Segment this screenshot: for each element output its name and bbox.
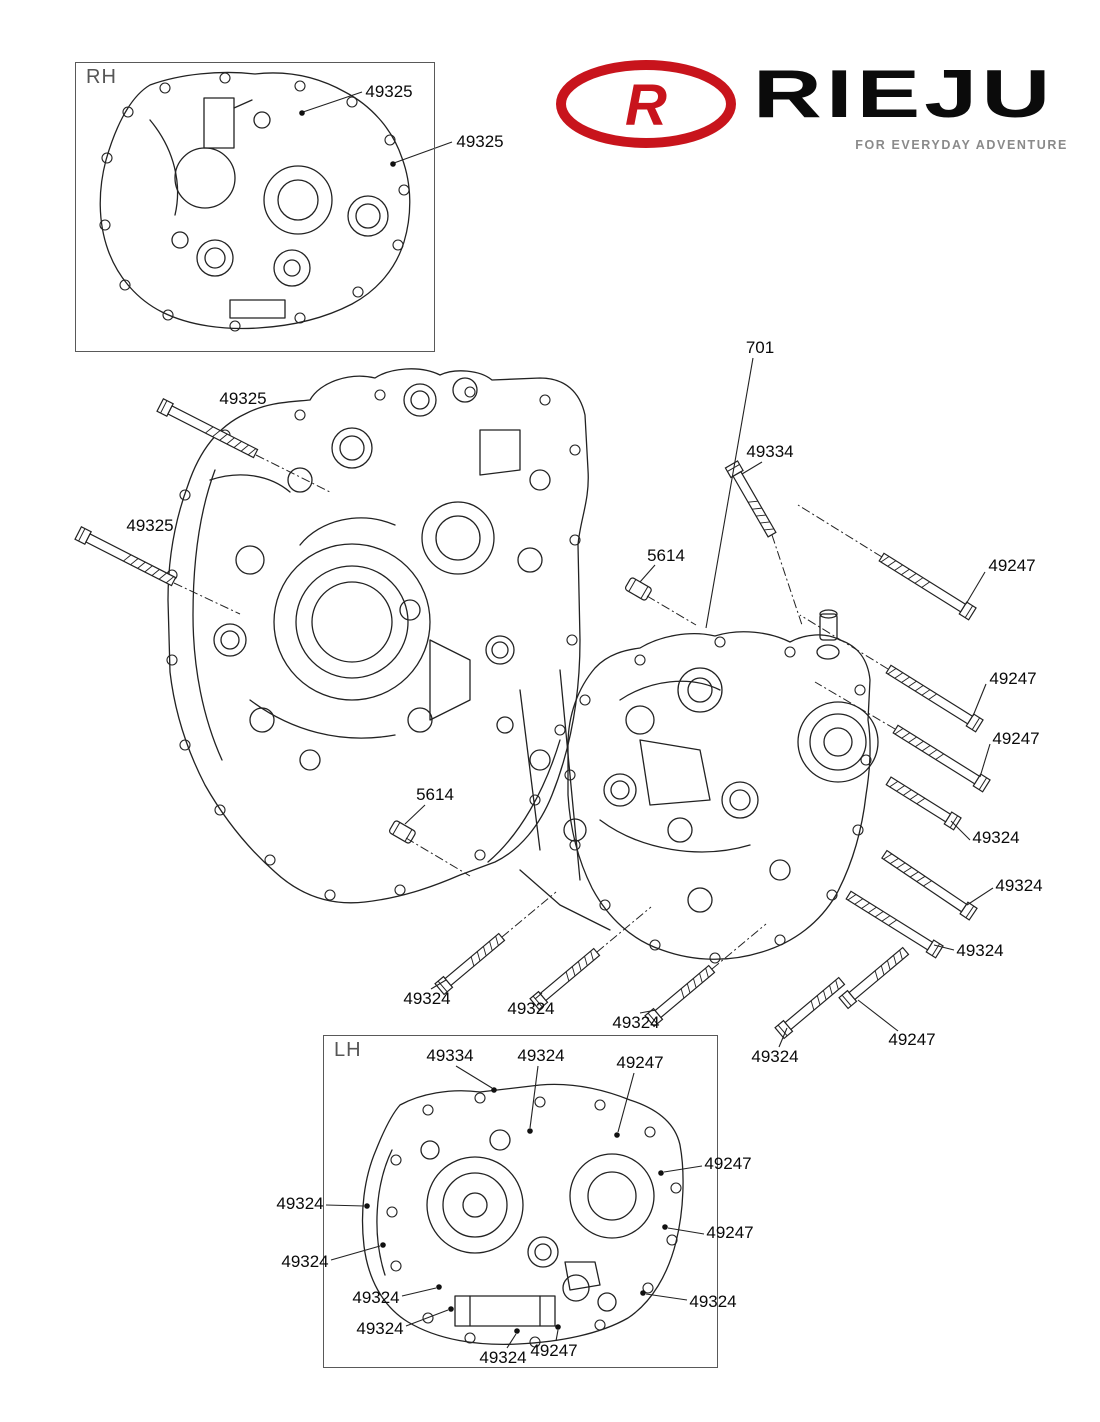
rieju-logo-monogram: R — [625, 73, 667, 138]
part-callout-49324-13: 49324 — [956, 941, 1004, 960]
rieju-brand-tagline: FOR EVERYDAY ADVENTURE — [855, 138, 1068, 152]
part-callout-5614-6: 5614 — [647, 546, 685, 565]
axis-lines — [173, 454, 896, 970]
lh-case-drawing — [361, 1083, 684, 1348]
main-exploded-drawing — [166, 368, 879, 964]
part-callout-49325-3: 49325 — [219, 389, 267, 408]
part-callout-49324-30: 49324 — [689, 1292, 737, 1311]
part-callout-49324-28: 49324 — [479, 1348, 527, 1367]
part-callout-49247-21: 49247 — [616, 1053, 664, 1072]
rieju-logo: R RIEJU FOR EVERYDAY ADVENTURE — [555, 58, 1070, 158]
part-callout-49247-22: 49247 — [704, 1154, 752, 1173]
part-callout-49324-11: 49324 — [972, 828, 1020, 847]
part-callout-49334-19: 49334 — [426, 1046, 474, 1065]
part-callout-49324-17: 49324 — [751, 1047, 799, 1066]
part-callout-49247-7: 49247 — [988, 556, 1036, 575]
part-callout-49247-29: 49247 — [530, 1341, 578, 1360]
leader-dots — [299, 110, 668, 1334]
part-callout-5614-10: 5614 — [416, 785, 454, 804]
part-callout-49247-18: 49247 — [888, 1030, 936, 1049]
rh-inset-box: RH — [75, 62, 435, 352]
rh-case-drawing — [99, 71, 411, 332]
part-callout-49247-9: 49247 — [992, 729, 1040, 748]
part-callout-49334-4: 49334 — [746, 442, 794, 461]
part-callout-49247-23: 49247 — [706, 1223, 754, 1242]
part-callout-49325-1: 49325 — [456, 132, 504, 151]
part-callout-49324-20: 49324 — [517, 1046, 565, 1065]
lh-inset-box: LH — [323, 1035, 718, 1368]
rieju-brand-wordmark: RIEJU — [753, 56, 1055, 132]
part-callout-49324-14: 49324 — [403, 989, 451, 1008]
leader-lines — [302, 91, 994, 1349]
rieju-logo-oval-icon: R — [556, 60, 736, 148]
part-callout-49324-12: 49324 — [995, 876, 1043, 895]
part-callout-49324-24: 49324 — [276, 1194, 324, 1213]
lh-inset-label: LH — [334, 1039, 362, 1061]
part-callout-49324-26: 49324 — [352, 1288, 400, 1307]
part-callout-49324-27: 49324 — [356, 1319, 404, 1338]
part-callout-49325-0: 49325 — [365, 82, 413, 101]
part-callout-49325-5: 49325 — [126, 516, 174, 535]
part-callout-49324-16: 49324 — [612, 1013, 660, 1032]
part-callout-49324-25: 49324 — [281, 1252, 329, 1271]
part-callout-49247-8: 49247 — [989, 669, 1037, 688]
rh-inset-label: RH — [86, 66, 117, 88]
part-callout-49324-15: 49324 — [507, 999, 555, 1018]
part-callout-701-2: 701 — [745, 338, 775, 357]
